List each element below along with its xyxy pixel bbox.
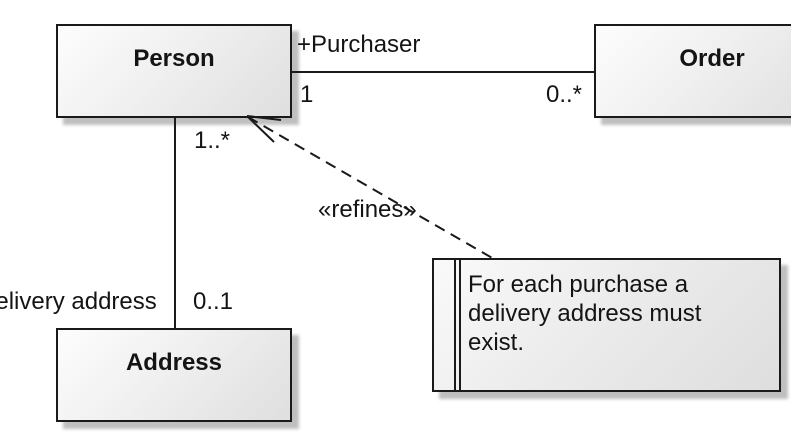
person-class-name: Person: [133, 45, 215, 72]
refines-dependency-dashed-line: [247, 116, 495, 260]
order-class-box: Order: [594, 24, 791, 118]
person-address-multiplicity-address-end: 0..1: [193, 288, 234, 315]
address-class-name: Address: [125, 349, 223, 376]
person-order-multiplicity-order-end: 0..*: [546, 81, 583, 108]
person-address-multiplicity-person-end: 1..*: [194, 127, 231, 154]
note-double-rule: [454, 260, 461, 390]
note-text-line: For each purchase a: [468, 271, 689, 298]
note-text: For each purchase a delivery address mus…: [468, 270, 701, 357]
person-class-box: Person: [56, 24, 292, 118]
refines-arrowhead-barb: [246, 115, 275, 143]
refines-stereotype-label: «refines»: [318, 196, 417, 223]
note-text-line: exist.: [468, 329, 525, 356]
constraint-note-box: For each purchase a delivery address mus…: [432, 258, 781, 392]
order-class-name: Order: [679, 45, 745, 72]
note-text-line: delivery address must: [468, 300, 702, 327]
purchaser-role-label: +Purchaser: [297, 31, 421, 58]
person-order-multiplicity-person-end: 1: [300, 81, 314, 108]
address-class-box: Address: [56, 328, 292, 422]
delivery-address-role-label: delivery address: [0, 288, 157, 315]
